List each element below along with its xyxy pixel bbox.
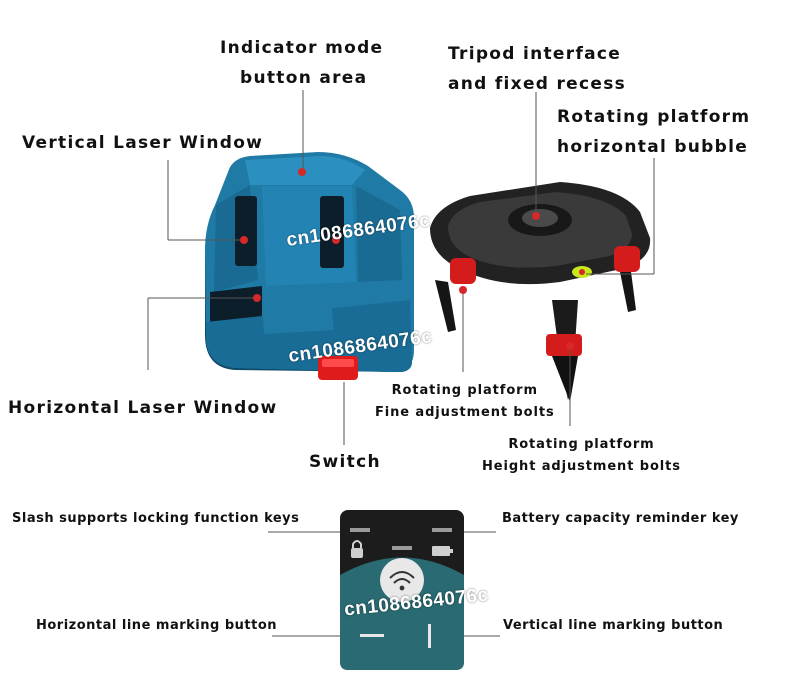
label-horizontal-window: Horizontal Laser Window: [8, 398, 278, 418]
label-slash-lock: Slash supports locking function keys: [12, 511, 300, 526]
rotating-platform: [430, 182, 651, 402]
lock-icon: [351, 540, 363, 558]
label-horizontal-marking: Horizontal line marking button: [36, 618, 278, 633]
laser-level-device: [205, 152, 414, 380]
label-vertical-marking: Vertical line marking button: [503, 618, 724, 633]
horizontal-line-icon: [360, 634, 384, 637]
label-rotating-bubble: Rotating platform horizontal bubble: [557, 107, 751, 157]
label-switch: Switch: [309, 452, 381, 472]
vertical-line-icon: [428, 624, 431, 648]
wireless-icon: [380, 558, 424, 602]
battery-icon: [432, 546, 453, 556]
label-battery-key: Battery capacity reminder key: [502, 511, 739, 526]
label-height-adjust: Rotating platform Height adjustment bolt…: [482, 437, 681, 474]
label-indicator-mode: Indicator mode button area: [220, 38, 384, 88]
label-vertical-window: Vertical Laser Window: [22, 133, 264, 153]
label-tripod-interface: Tripod interface and fixed recess: [448, 44, 627, 94]
control-panel: [340, 510, 464, 670]
label-fine-adjust: Rotating platform Fine adjustment bolts: [375, 383, 555, 420]
